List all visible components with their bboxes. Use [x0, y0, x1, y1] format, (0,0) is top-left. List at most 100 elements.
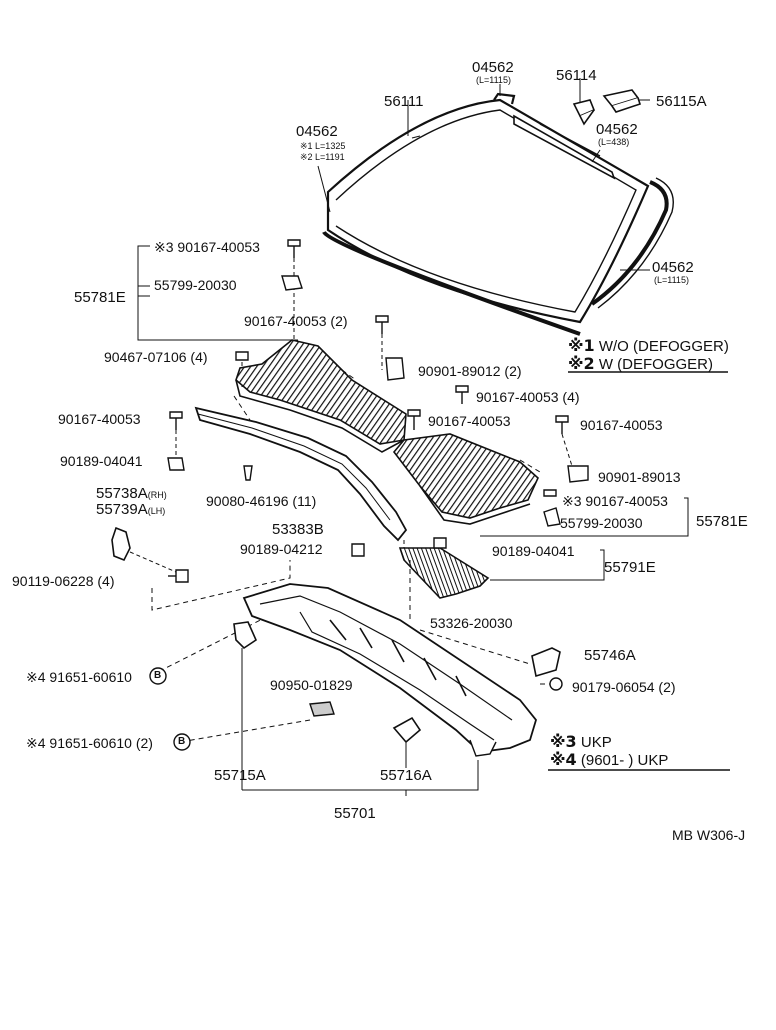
label-04562-right-length: (L=438)	[598, 137, 630, 147]
clip-56114	[572, 99, 596, 126]
label-90167-40053-4: 90167-40053 (4)	[476, 389, 580, 405]
label-90950-01829: 90950-01829	[270, 677, 353, 693]
label-90167-40053-mid: 90167-40053	[428, 413, 511, 429]
bracket-55781e-left	[137, 245, 298, 341]
nut-90189-04041-left	[167, 457, 185, 471]
clip-90901-89013	[567, 465, 589, 483]
plug-90950-01829	[309, 701, 335, 717]
windshield-lower-moulding	[322, 230, 581, 336]
note-3: ※3 UKP	[550, 732, 612, 751]
label-90167-40053-left: 90167-40053	[58, 411, 141, 427]
note-3-mark: ※3	[550, 732, 577, 751]
top-moulding-strip	[513, 114, 616, 180]
label-04562-left: 04562	[296, 123, 338, 140]
label-55738a: 55738A(RH)	[96, 486, 167, 501]
label-55799-20030-right: 55799-20030	[560, 515, 643, 531]
label-90189-04212: 90189-04212	[240, 541, 323, 557]
label-55746a: 55746A	[584, 647, 636, 664]
label-55738a-number: 55738A	[96, 485, 148, 502]
label-90901-89012-2: 90901-89012 (2)	[418, 363, 522, 379]
side-moulding	[590, 180, 669, 306]
clip-90901-89012	[385, 357, 405, 381]
bolt-90167-40053-mid	[407, 409, 421, 430]
panel-55791e	[398, 547, 490, 599]
label-55781e-left: 55781E	[74, 289, 126, 306]
cowl-panel-55701	[242, 583, 537, 757]
label-90467-07106-4: 90467-07106 (4)	[104, 349, 208, 365]
label-04562-right: 04562	[596, 121, 638, 138]
note-2-mark: ※2	[568, 354, 595, 373]
note-1-mark: ※1	[568, 336, 595, 355]
label-04562-top: 04562	[472, 59, 514, 76]
label-91651-60610-b: ※4 91651-60610 (2)	[26, 735, 153, 751]
bolt-90167-40053-2	[375, 315, 389, 334]
bracket-55781e-right	[480, 497, 689, 537]
nut-90179-06054	[549, 677, 563, 691]
label-90189-04041-left: 90189-04041	[60, 453, 143, 469]
bolt-90167-40053-4	[455, 385, 469, 404]
label-55799-20030-top: 55799-20030	[154, 277, 237, 293]
label-55739a: 55739A(LH)	[96, 502, 165, 517]
label-90167-40053-right: 90167-40053	[580, 417, 663, 433]
label-55701: 55701	[334, 805, 376, 822]
note-1: ※1 W/O (DEFOGGER)	[568, 336, 729, 355]
label-55738a-side: (RH)	[147, 490, 167, 500]
top-leader-lines	[317, 78, 650, 271]
label-55739a-side: (LH)	[147, 506, 166, 516]
label-53383b: 53383B	[272, 521, 324, 538]
label-90167-40053-s3-top: ※3 90167-40053	[154, 239, 260, 255]
bolt-90167-40053-top	[287, 239, 301, 258]
bracket-55738a	[111, 526, 131, 562]
label-90901-89013: 90901-89013	[598, 469, 681, 485]
clip-90080-46196	[243, 465, 253, 481]
bolt-90119-06228	[168, 569, 189, 583]
circle-b-marker-1	[149, 667, 167, 685]
label-91651-60610-a: ※4 91651-60610	[26, 669, 132, 685]
clip-55799-20030-right	[543, 507, 561, 527]
label-04562-side: 04562	[652, 259, 694, 276]
circle-b-label-1: B	[154, 670, 162, 681]
bolt-90167-40053-right	[555, 415, 569, 434]
label-90119-06228-4: 90119-06228 (4)	[12, 573, 115, 589]
label-55739a-number: 55739A	[96, 501, 148, 518]
label-90167-40053-2: 90167-40053 (2)	[244, 313, 348, 329]
label-90167-40053-s3-right: ※3 90167-40053	[562, 493, 668, 509]
label-04562-left-l1: ※1 L=1325	[300, 141, 346, 151]
bracket-55716a	[392, 716, 422, 744]
label-55781e-right: 55781E	[696, 513, 748, 530]
label-04562-left-l2: ※2 L=1191	[300, 152, 345, 162]
note-2-text: W (DEFOGGER)	[598, 356, 714, 373]
label-53326-20030: 53326-20030	[430, 615, 513, 631]
note-1-text: W/O (DEFOGGER)	[598, 338, 729, 355]
weatherstrip-53383b	[194, 406, 408, 542]
note-3-text: UKP	[580, 734, 612, 751]
circle-b-label-2: B	[178, 736, 186, 747]
label-55791e: 55791E	[604, 559, 656, 576]
label-90080-46196-11: 90080-46196 (11)	[206, 493, 317, 509]
label-56115a: 56115A	[656, 93, 707, 110]
label-55715a: 55715A	[214, 767, 266, 784]
circle-b-marker-2	[173, 733, 191, 751]
clip-55799-20030-top	[281, 275, 303, 291]
note-2: ※2 W (DEFOGGER)	[568, 354, 714, 373]
label-90179-06054-2: 90179-06054 (2)	[572, 679, 676, 695]
nut-90189-04212	[351, 543, 365, 557]
clip-56115a	[602, 89, 642, 113]
bracket-55715a	[233, 621, 258, 650]
diagram-code: MB W306-J	[672, 827, 746, 843]
bolt-90167-40053-left	[169, 411, 183, 430]
cowl-louver-right	[392, 433, 539, 525]
note-4-mark: ※4	[550, 750, 577, 769]
cowl-louver-left	[235, 339, 407, 453]
bracket-55791e	[490, 549, 605, 581]
note-4-text: (9601- ) UKP	[580, 752, 669, 769]
label-04562-side-length: (L=1115)	[654, 275, 689, 285]
label-55716a: 55716A	[380, 767, 432, 784]
label-56111: 56111	[384, 93, 424, 110]
label-04562-top-length: (L=1115)	[476, 75, 511, 85]
bracket-55746a	[531, 647, 561, 678]
bolt-90167-40053-s3	[543, 489, 557, 497]
nut-90189-04041-right	[433, 537, 447, 549]
